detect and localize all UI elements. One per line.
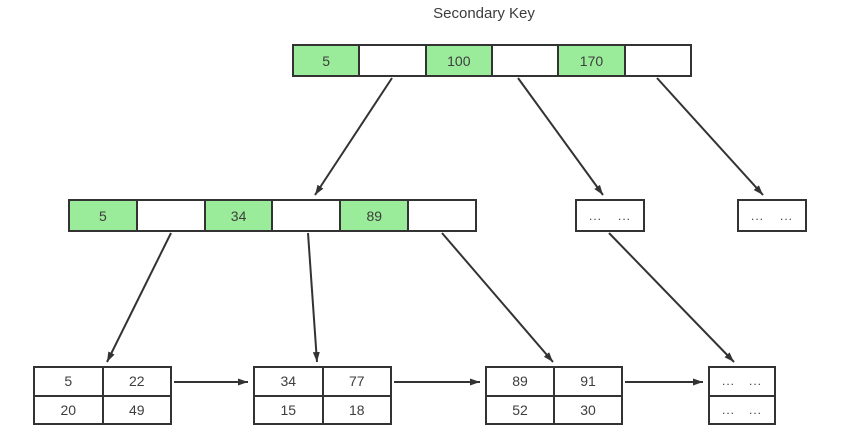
overflow-node-2: ... ... (737, 199, 807, 232)
root-key-cell: 5 (294, 46, 361, 75)
root-pointer-cell (360, 46, 427, 75)
root-pointer-cell (625, 46, 690, 75)
leaf-key-cell: 5 (35, 368, 104, 395)
leaf-value-cell: 18 (348, 401, 365, 418)
leaf-node-3: 89 91 52 30 (485, 366, 623, 425)
arrow-internal-to-leaf-3 (441, 232, 554, 363)
leaf-value-row: ... ... (710, 397, 774, 424)
leaf-key-row: ... ... (710, 368, 774, 397)
root-pointer-cell (492, 46, 560, 75)
leaf-key-row: 5 22 (35, 368, 170, 397)
leaf-key-cell: 77 (348, 373, 365, 390)
leaf-value-row: 52 30 (487, 396, 621, 423)
arrow-internal-to-leaf-1 (106, 232, 172, 363)
leaf-key-cell: 34 (255, 368, 324, 395)
leaf-key-cell: 89 (487, 368, 555, 395)
root-key-cell: 170 (559, 46, 626, 75)
leaf-value-row: 15 18 (255, 396, 390, 423)
leaf-value-cell: 20 (35, 396, 104, 423)
leaf-node-4: ... ... ... ... (708, 366, 776, 425)
leaf-key-row: 34 77 (255, 368, 390, 397)
leaf-value-cell: ... ... (710, 397, 774, 424)
dots-right: ... (749, 374, 763, 389)
dots-left: ... (750, 208, 764, 223)
dots-right: ... (780, 208, 794, 223)
dots-left: ... (721, 374, 735, 389)
ellipsis-label: ... ... (577, 201, 643, 230)
arrow-root-to-overflow-2 (656, 77, 764, 196)
leaf-key-cell: ... ... (710, 368, 774, 395)
arrow-root-to-overflow-1 (517, 77, 604, 196)
internal-key-cell: 89 (341, 201, 410, 230)
internal-node: 5 34 89 (68, 199, 477, 232)
dots-left: ... (588, 208, 602, 223)
ellipsis-label: ... ... (739, 201, 805, 230)
root-node: 5 100 170 (292, 44, 692, 77)
leaf-key-cell: 91 (580, 373, 596, 390)
internal-pointer-cell (409, 201, 475, 230)
dots-right: ... (749, 402, 763, 417)
leaf-key-cell: 22 (128, 373, 145, 390)
leaf-value-cell: 52 (487, 396, 555, 423)
dots-right: ... (618, 208, 632, 223)
leaf-node-1: 5 22 20 49 (33, 366, 172, 425)
internal-pointer-cell (137, 201, 206, 230)
leaf-node-2: 34 77 15 18 (253, 366, 392, 425)
leaf-value-cell: 30 (580, 401, 596, 418)
leaf-value-cell: 49 (128, 401, 145, 418)
leaf-value-row: 20 49 (35, 396, 170, 423)
leaf-value-cell: 15 (255, 396, 324, 423)
overflow-node-1: ... ... (575, 199, 645, 232)
diagram-title: Secondary Key (433, 5, 535, 22)
internal-key-cell: 5 (70, 201, 138, 230)
root-key-cell: 100 (426, 46, 493, 75)
internal-key-cell: 34 (205, 201, 274, 230)
dots-left: ... (721, 402, 735, 417)
leaf-key-row: 89 91 (487, 368, 621, 397)
arrow-overflow-to-leaf-4 (608, 232, 735, 363)
internal-pointer-cell (273, 201, 342, 230)
arrow-internal-to-leaf-2 (307, 232, 320, 363)
arrow-root-to-internal (314, 77, 393, 196)
